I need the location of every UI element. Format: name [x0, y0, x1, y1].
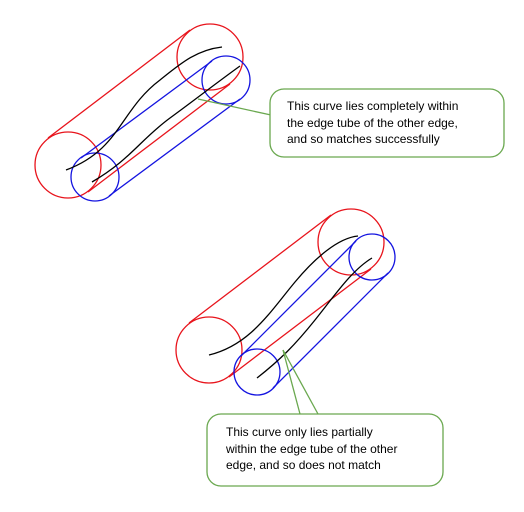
curve-blue-edge-top: [91, 65, 241, 183]
callout-match-box: [269, 88, 505, 158]
curve-red-edge-top: [65, 46, 223, 171]
blue-tube-side-bottom: [108, 98, 241, 197]
callout-no-match-line-3: edge, and so does not match: [226, 458, 381, 472]
callout-match-line-2: the edge tube of the other edge,: [287, 116, 458, 130]
callout-match-line-3: and so matches successfully: [287, 132, 440, 146]
red-tube-side-top: [188, 214, 332, 324]
callout-no-match-line-1: This curve only lies partially: [226, 425, 373, 439]
red-tube-end-circle-left: [34, 131, 102, 199]
example-no-match: [175, 208, 396, 415]
red-edge-tube-bottom: [175, 208, 385, 384]
curves-bottom: [208, 235, 373, 379]
blue-tube-end-circle-left: [233, 348, 281, 396]
callout-leader-bottom-right: [282, 349, 319, 415]
callout-match-text: This curve lies completely within the ed…: [287, 99, 462, 146]
blue-tube-end-circle-right: [348, 233, 396, 281]
curves-top: [65, 46, 241, 183]
red-tube-end-circle-left: [175, 316, 243, 384]
red-edge-tube-top: [34, 23, 244, 199]
red-tube-end-circle-right: [176, 23, 244, 91]
callout-leader-top: [197, 98, 272, 116]
blue-edge-tube-top: [70, 55, 251, 202]
curve-blue-edge-bottom: [256, 257, 373, 379]
blue-tube-end-circle-left: [70, 152, 120, 202]
blue-tube-side-top: [80, 60, 213, 159]
callout-no-match-line-2: within the edge tube of the other: [225, 442, 397, 456]
red-tube-side-bottom: [87, 83, 231, 193]
callout-match-line-1: This curve lies completely within: [287, 99, 458, 113]
example-match: [34, 23, 272, 202]
curve-red-edge-bottom: [208, 235, 359, 356]
blue-tube-side-top: [240, 240, 357, 357]
blue-tube-end-circle-right: [201, 55, 251, 105]
callout-no-match-text: This curve only lies partially within th…: [225, 425, 401, 472]
callout-match: This curve lies completely within the ed…: [269, 88, 505, 158]
callout-leader-bottom-left: [282, 349, 301, 415]
callout-no-match: This curve only lies partially within th…: [206, 413, 444, 487]
callout-no-match-box: [206, 413, 444, 487]
red-tube-side-top: [47, 29, 191, 139]
blue-tube-side-bottom: [272, 272, 389, 389]
blue-edge-tube-bottom: [233, 233, 396, 396]
red-tube-side-bottom: [228, 268, 372, 378]
